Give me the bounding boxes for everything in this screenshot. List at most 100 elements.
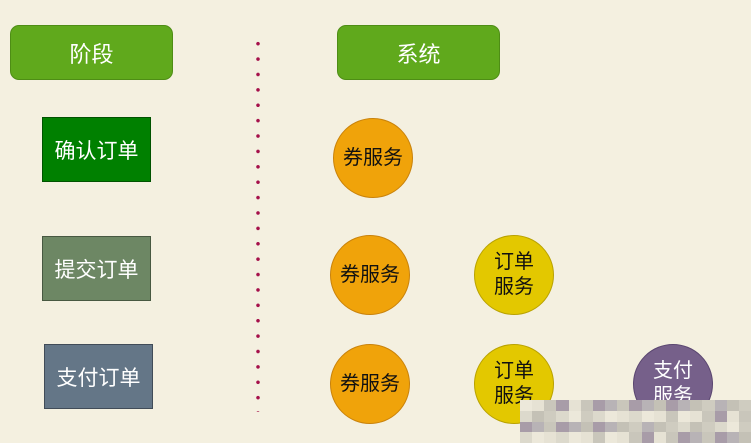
mosaic-cell bbox=[738, 421, 751, 433]
mosaic-cell bbox=[702, 432, 715, 443]
mosaic-cell bbox=[617, 421, 630, 433]
system-header: 系统 bbox=[337, 25, 500, 80]
service-label: 券服务 bbox=[343, 146, 403, 169]
mosaic-cell bbox=[617, 400, 630, 411]
mosaic-cell bbox=[726, 410, 739, 422]
mosaic-cell bbox=[714, 421, 727, 433]
mosaic-cell bbox=[568, 410, 581, 422]
mosaic-cell bbox=[690, 400, 703, 411]
mosaic-cell bbox=[726, 432, 739, 443]
mosaic-cell bbox=[592, 410, 606, 422]
mosaic-cell bbox=[544, 410, 557, 422]
service-label: 券服务 bbox=[340, 263, 400, 286]
order-service-row2: 订单服务 bbox=[474, 235, 554, 315]
mosaic-cell bbox=[592, 421, 606, 433]
stage-header-label: 阶段 bbox=[69, 41, 114, 67]
service-label: 订单 bbox=[494, 251, 534, 273]
mosaic-cell bbox=[532, 400, 545, 411]
mosaic-cell bbox=[592, 432, 606, 443]
pixelated-watermark bbox=[520, 400, 751, 443]
mosaic-cell bbox=[568, 421, 581, 433]
dotted-divider bbox=[256, 36, 260, 412]
mosaic-cell bbox=[544, 421, 557, 433]
stage-label: 提交订单 bbox=[54, 258, 139, 282]
coupon-service-row3: 券服务 bbox=[330, 344, 410, 424]
mosaic-cell bbox=[653, 410, 666, 422]
mosaic-cell bbox=[617, 432, 630, 443]
mosaic-cell bbox=[580, 432, 593, 443]
mosaic-cell bbox=[714, 400, 727, 411]
mosaic-cell bbox=[653, 432, 666, 443]
mosaic-cell bbox=[702, 410, 715, 422]
stage-pay-order: 支付订单 bbox=[44, 344, 153, 409]
mosaic-cell bbox=[726, 400, 739, 411]
mosaic-cell bbox=[714, 432, 727, 443]
mosaic-cell bbox=[678, 400, 691, 411]
mosaic-cell bbox=[690, 421, 703, 433]
mosaic-cell bbox=[678, 432, 691, 443]
stage-confirm-order: 确认订单 bbox=[42, 117, 151, 182]
service-label: 支付 bbox=[653, 360, 693, 382]
mosaic-cell bbox=[690, 432, 703, 443]
mosaic-cell bbox=[532, 432, 545, 443]
mosaic-cell bbox=[738, 410, 751, 422]
mosaic-cell bbox=[665, 432, 679, 443]
mosaic-cell bbox=[641, 421, 654, 433]
service-label: 服务 bbox=[494, 276, 534, 298]
mosaic-cell bbox=[653, 400, 666, 411]
mosaic-cell bbox=[580, 400, 593, 411]
service-label: 券服务 bbox=[340, 372, 400, 395]
mosaic-cell bbox=[568, 432, 581, 443]
stage-label: 支付订单 bbox=[56, 366, 141, 390]
mosaic-cell bbox=[617, 410, 630, 422]
mosaic-cell bbox=[726, 421, 739, 433]
mosaic-cell bbox=[605, 432, 618, 443]
mosaic-cell bbox=[738, 400, 751, 411]
mosaic-cell bbox=[714, 410, 727, 422]
mosaic-cell bbox=[580, 421, 593, 433]
mosaic-cell bbox=[568, 400, 581, 411]
mosaic-cell bbox=[605, 400, 618, 411]
mosaic-cell bbox=[556, 410, 569, 422]
mosaic-cell bbox=[544, 400, 557, 411]
mosaic-cell bbox=[629, 421, 642, 433]
mosaic-cell bbox=[556, 400, 569, 411]
mosaic-cell bbox=[702, 421, 715, 433]
mosaic-cell bbox=[629, 400, 642, 411]
mosaic-cell bbox=[532, 410, 545, 422]
mosaic-cell bbox=[556, 432, 569, 443]
mosaic-cell bbox=[738, 432, 751, 443]
mosaic-cell bbox=[665, 400, 679, 411]
mosaic-cell bbox=[605, 421, 618, 433]
mosaic-cell bbox=[678, 421, 691, 433]
mosaic-cell bbox=[665, 410, 679, 422]
mosaic-cell bbox=[629, 432, 642, 443]
coupon-service-row1: 券服务 bbox=[333, 118, 413, 198]
mosaic-cell bbox=[605, 410, 618, 422]
mosaic-cell bbox=[580, 410, 593, 422]
mosaic-cell bbox=[556, 421, 569, 433]
coupon-service-row2: 券服务 bbox=[330, 235, 410, 315]
mosaic-cell bbox=[592, 400, 606, 411]
system-header-label: 系统 bbox=[396, 41, 441, 67]
stage-header: 阶段 bbox=[10, 25, 173, 80]
mosaic-cell bbox=[520, 400, 533, 411]
mosaic-cell bbox=[544, 432, 557, 443]
mosaic-cell bbox=[641, 432, 654, 443]
mosaic-cell bbox=[520, 432, 533, 443]
mosaic-cell bbox=[678, 410, 691, 422]
mosaic-cell bbox=[520, 410, 533, 422]
mosaic-cell bbox=[690, 410, 703, 422]
mosaic-cell bbox=[641, 410, 654, 422]
service-label: 订单 bbox=[494, 360, 534, 382]
mosaic-cell bbox=[665, 421, 679, 433]
mosaic-cell bbox=[520, 421, 533, 433]
mosaic-cell bbox=[532, 421, 545, 433]
mosaic-cell bbox=[629, 410, 642, 422]
stage-label: 确认订单 bbox=[54, 139, 139, 163]
mosaic-cell bbox=[702, 400, 715, 411]
order-service-row3: 订单服务 bbox=[474, 344, 554, 424]
mosaic-cell bbox=[653, 421, 666, 433]
mosaic-cell bbox=[641, 400, 654, 411]
stage-submit-order: 提交订单 bbox=[42, 236, 151, 301]
